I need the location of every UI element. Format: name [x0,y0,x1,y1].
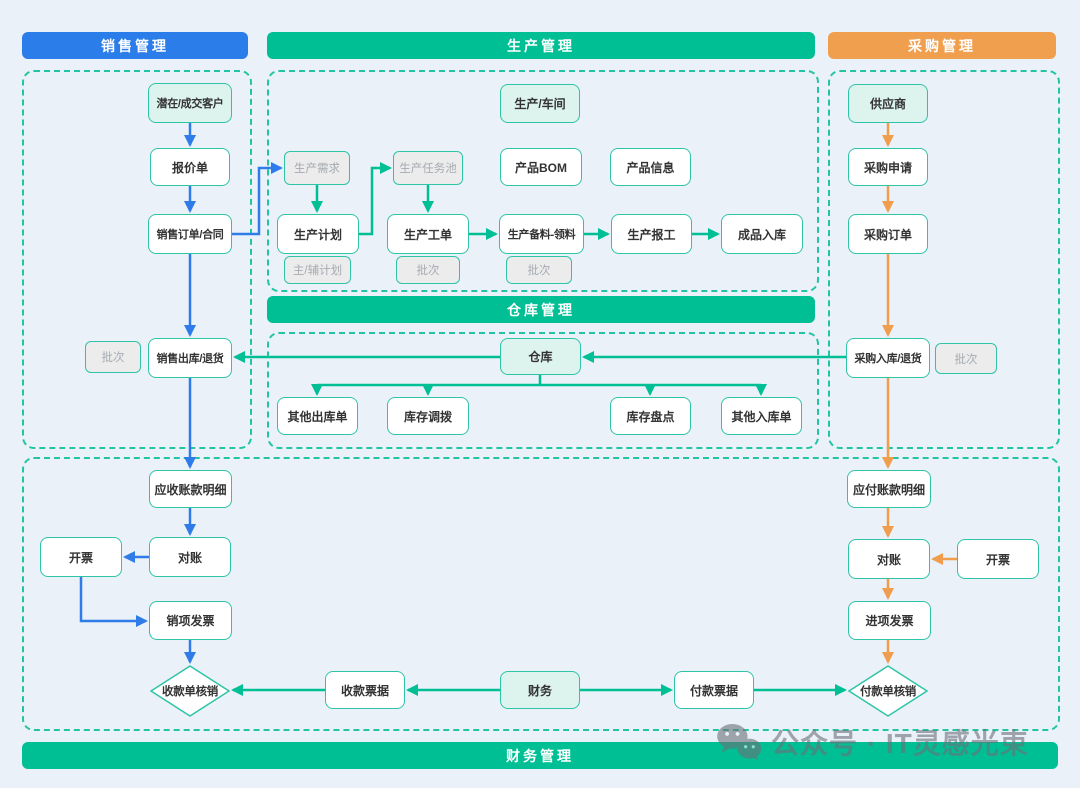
node-workshop: 生产/车间 [500,84,580,123]
node-prod-plan: 生产计划 [277,214,359,254]
finance-section-header: 财务管理 [22,742,1058,769]
node-customer: 潜在/成交客户 [148,83,232,123]
purchase-flow-arrows [882,123,957,664]
finance-region [22,457,1060,731]
node-receipt-verify: 收款单核销 [150,665,230,717]
diamond-shape [150,665,230,717]
diamond-shape [848,665,928,717]
node-sales-batch: 批次 [85,341,141,373]
node-reconcile-right: 对账 [848,539,930,579]
node-product-info: 产品信息 [610,148,691,186]
node-payment-bill: 付款票据 [674,671,754,709]
node-finance: 财务 [500,671,580,709]
node-quotation: 报价单 [150,148,230,186]
node-supplier: 供应商 [848,84,928,123]
node-prod-task-pool: 生产任务池 [393,151,463,185]
node-inventory-transfer: 库存调拨 [387,397,469,435]
node-prod-material: 生产备料-领料 [499,214,584,254]
node-payable-detail: 应付账款明细 [847,470,931,508]
diamond-label: 付款单核销 [860,686,916,698]
node-work-order-batch: 批次 [396,256,460,284]
production-section-header: 生产管理 [267,32,815,59]
node-purchase-batch: 批次 [935,343,997,374]
node-sales-order: 销售订单/合同 [148,214,232,254]
node-other-inbound: 其他入库单 [721,397,802,435]
node-product-bom: 产品BOM [500,148,582,186]
node-material-batch: 批次 [506,256,572,284]
node-prod-report: 生产报工 [611,214,692,254]
purchase-region [828,70,1060,449]
arrow-invoice-out-to-sales-invoice [79,577,148,627]
node-prod-work-order: 生产工单 [387,214,469,254]
node-reconcile-left: 对账 [149,537,231,577]
warehouse-region [267,332,819,449]
node-receivable-detail: 应收账款明细 [149,470,232,508]
watermark: 公众号 · IT灵感光束 [716,722,1029,762]
diamond-label: 收款单核销 [162,686,218,698]
node-sales-outbound: 销售出库/退货 [148,338,232,378]
production-warehouse-flow-arrows [231,162,847,696]
wechat-icon [717,723,762,761]
node-prod-demand: 生产需求 [284,151,350,185]
sales-section-header: 销售管理 [22,32,248,59]
node-payment-verify: 付款单核销 [848,665,928,717]
node-purchase-order: 采购订单 [848,214,928,254]
node-purchase-request: 采购申请 [848,148,928,186]
node-purchase-invoice: 进项发票 [848,601,931,640]
sales-region [22,70,252,449]
node-warehouse: 仓库 [500,338,581,375]
node-finished-inbound: 成品入库 [721,214,803,254]
warehouse-branch-bus [317,375,761,387]
arrow-prod-plan-to-task-pool [359,162,392,236]
watermark-text: 公众号 · IT灵感光束 [771,728,1029,759]
arrow-sales-order-to-prod-demand [232,162,283,236]
warehouse-section-header: 仓库管理 [267,296,815,323]
node-inventory-check: 库存盘点 [610,397,691,435]
sales-flow-arrows [79,123,283,664]
node-invoice-in: 开票 [957,539,1039,579]
node-purchase-inbound: 采购入库/退货 [846,338,930,378]
production-region [267,70,819,292]
node-other-outbound: 其他出库单 [277,397,358,435]
purchase-section-header: 采购管理 [828,32,1056,59]
node-invoice-out: 开票 [40,537,122,577]
node-receipt-bill: 收款票据 [325,671,405,709]
node-sales-invoice: 销项发票 [149,601,232,640]
node-main-aux-plan: 主/辅计划 [284,256,351,284]
